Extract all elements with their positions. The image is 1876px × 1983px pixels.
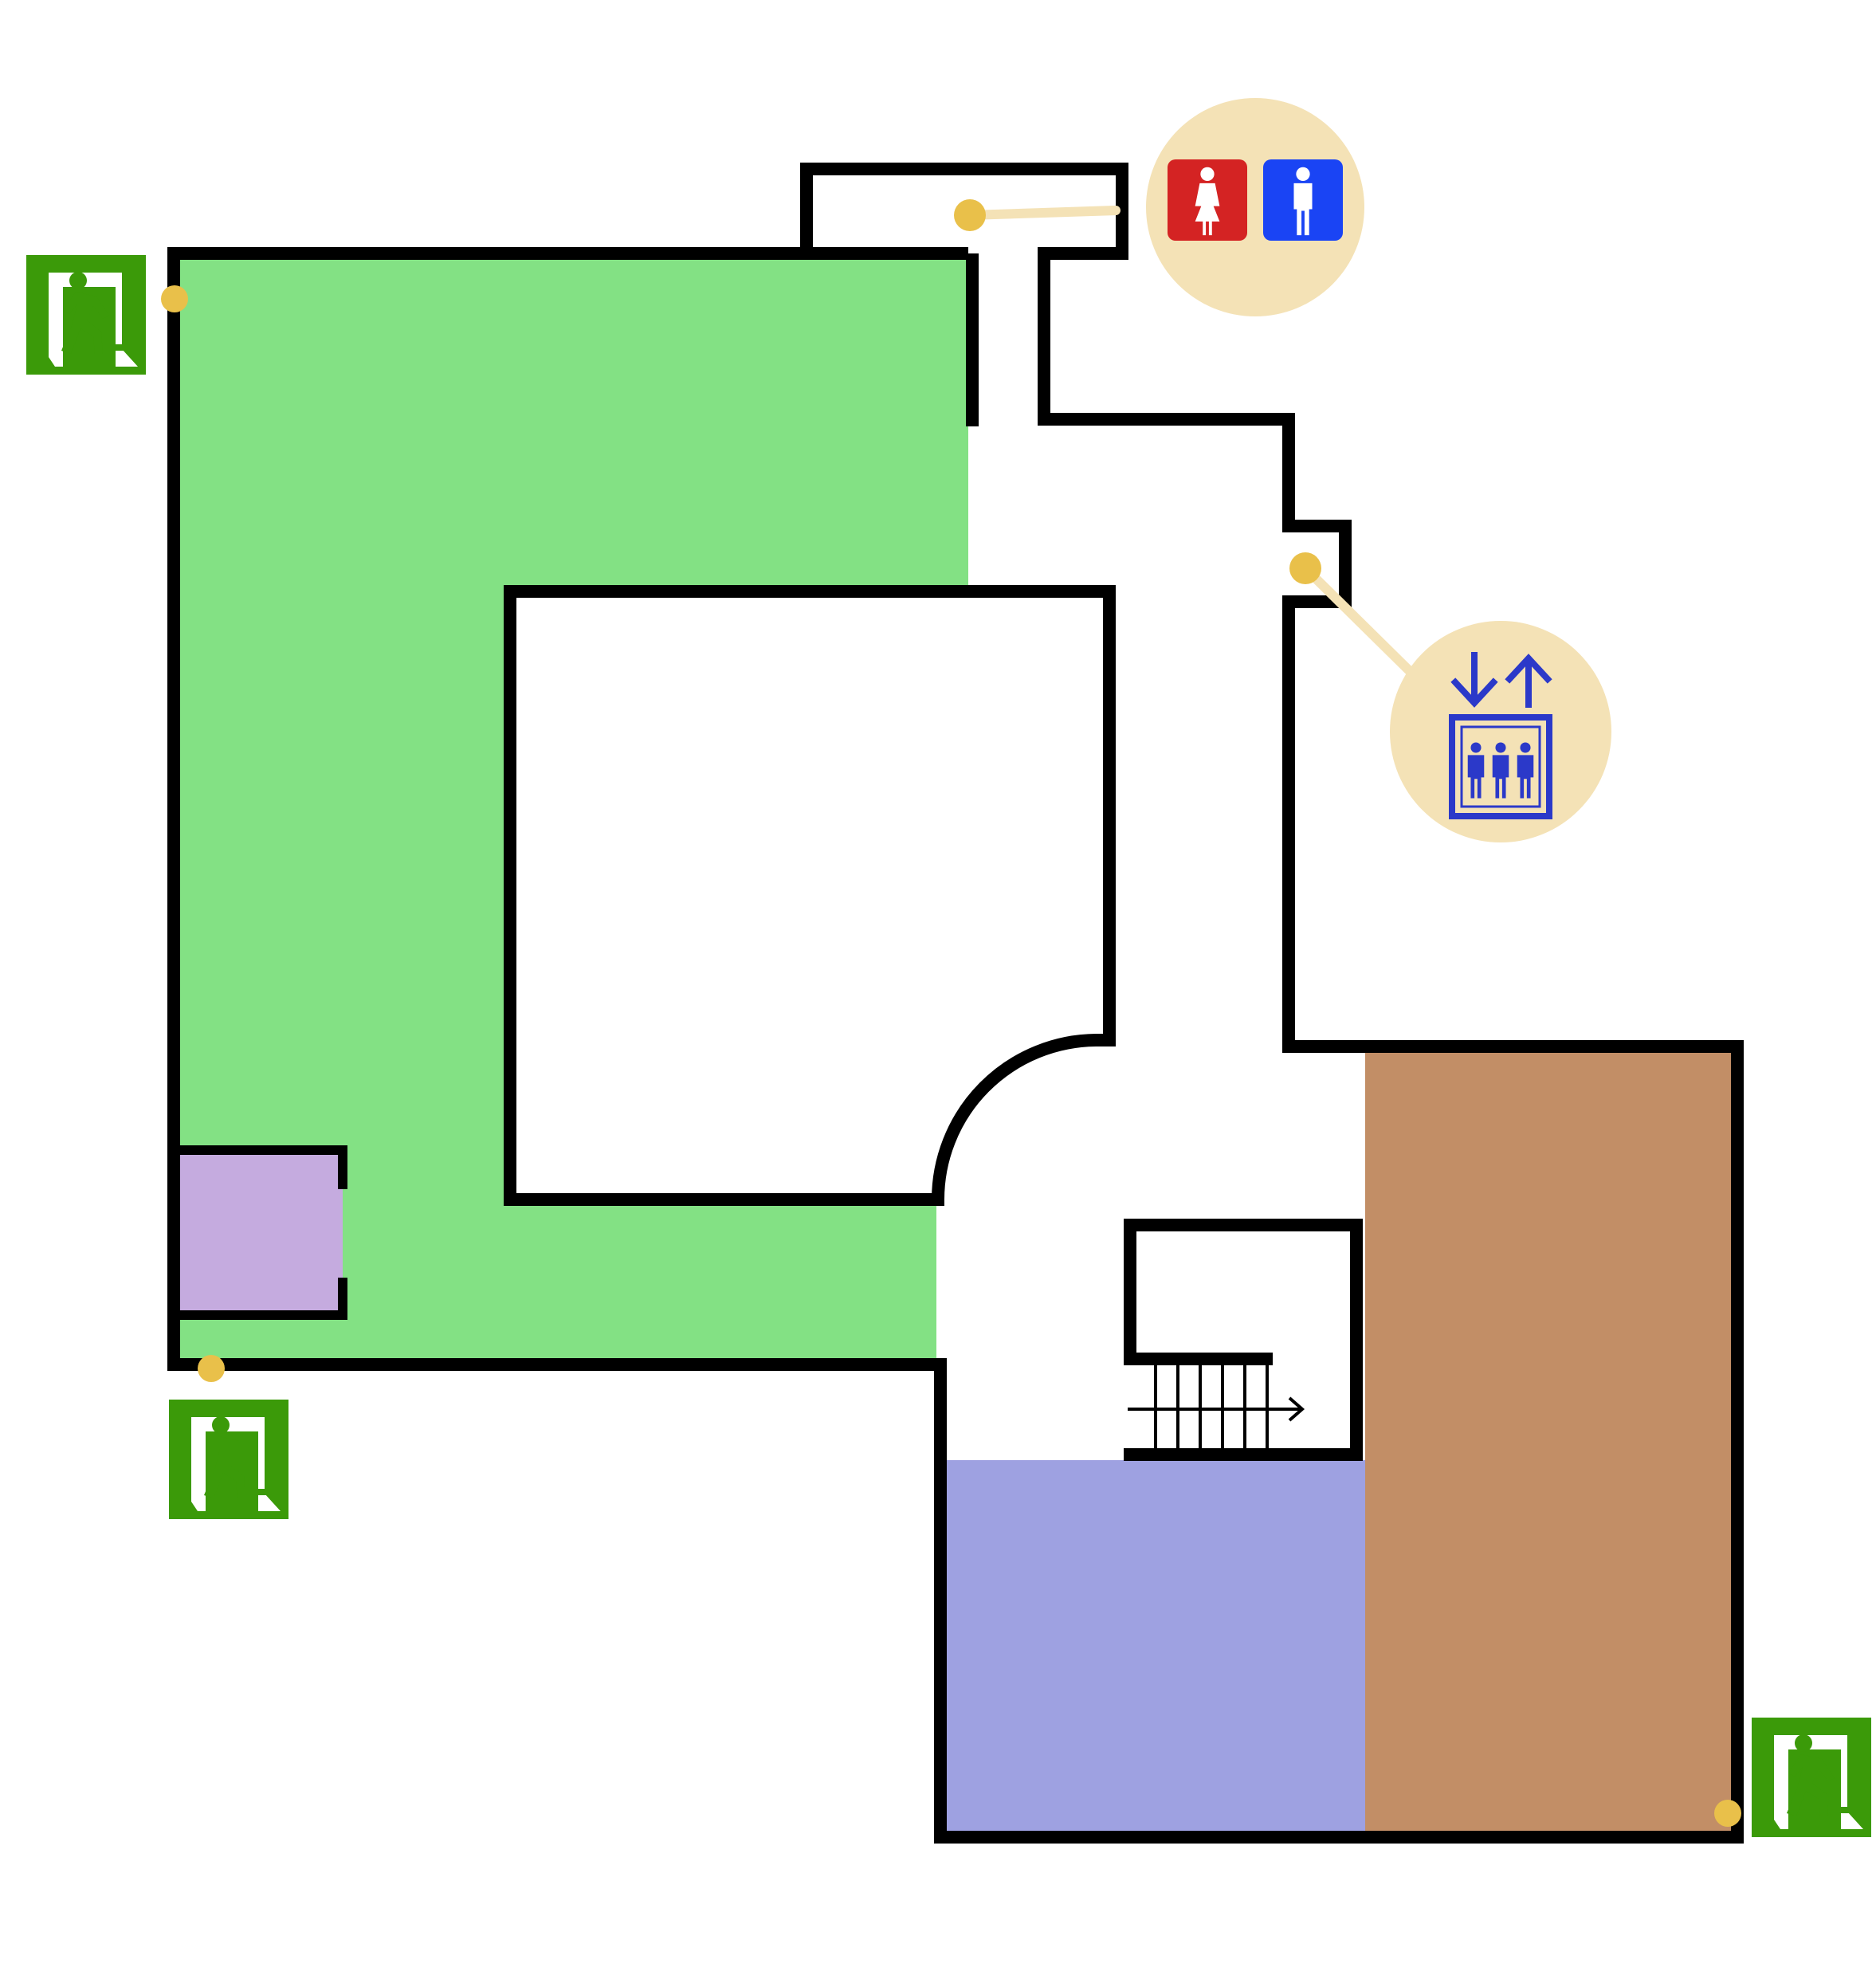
central-block-wall <box>504 585 1116 1206</box>
brown-zone <box>1365 1050 1732 1837</box>
outer-walls <box>167 163 1744 1844</box>
men-restroom-icon <box>1263 159 1343 241</box>
purple-zone <box>179 1150 343 1313</box>
exit-southeast[interactable] <box>1714 1718 1871 1837</box>
women-restroom-icon <box>1168 159 1247 241</box>
elevator-icon <box>1449 652 1552 819</box>
exit-northwest[interactable] <box>26 255 188 375</box>
stairs-icon <box>1128 1365 1305 1452</box>
exit-marker-dot[interactable] <box>161 285 188 312</box>
restroom-callout[interactable] <box>954 98 1364 316</box>
elevator-marker-dot[interactable] <box>1289 552 1321 584</box>
elevator-callout[interactable] <box>1289 552 1611 842</box>
exit-southwest[interactable] <box>169 1355 288 1519</box>
stairs-room <box>1124 1219 1363 1461</box>
purple-room-wall <box>179 1145 347 1320</box>
green-zone <box>179 259 968 1365</box>
exit-marker-dot[interactable] <box>198 1355 225 1382</box>
emergency-exit-icon <box>1752 1718 1871 1837</box>
emergency-exit-icon <box>26 255 146 375</box>
exit-marker-dot[interactable] <box>1714 1800 1741 1827</box>
restroom-marker-dot[interactable] <box>954 199 986 231</box>
blue-zone <box>944 1460 1365 1837</box>
emergency-exit-icon <box>169 1400 288 1519</box>
